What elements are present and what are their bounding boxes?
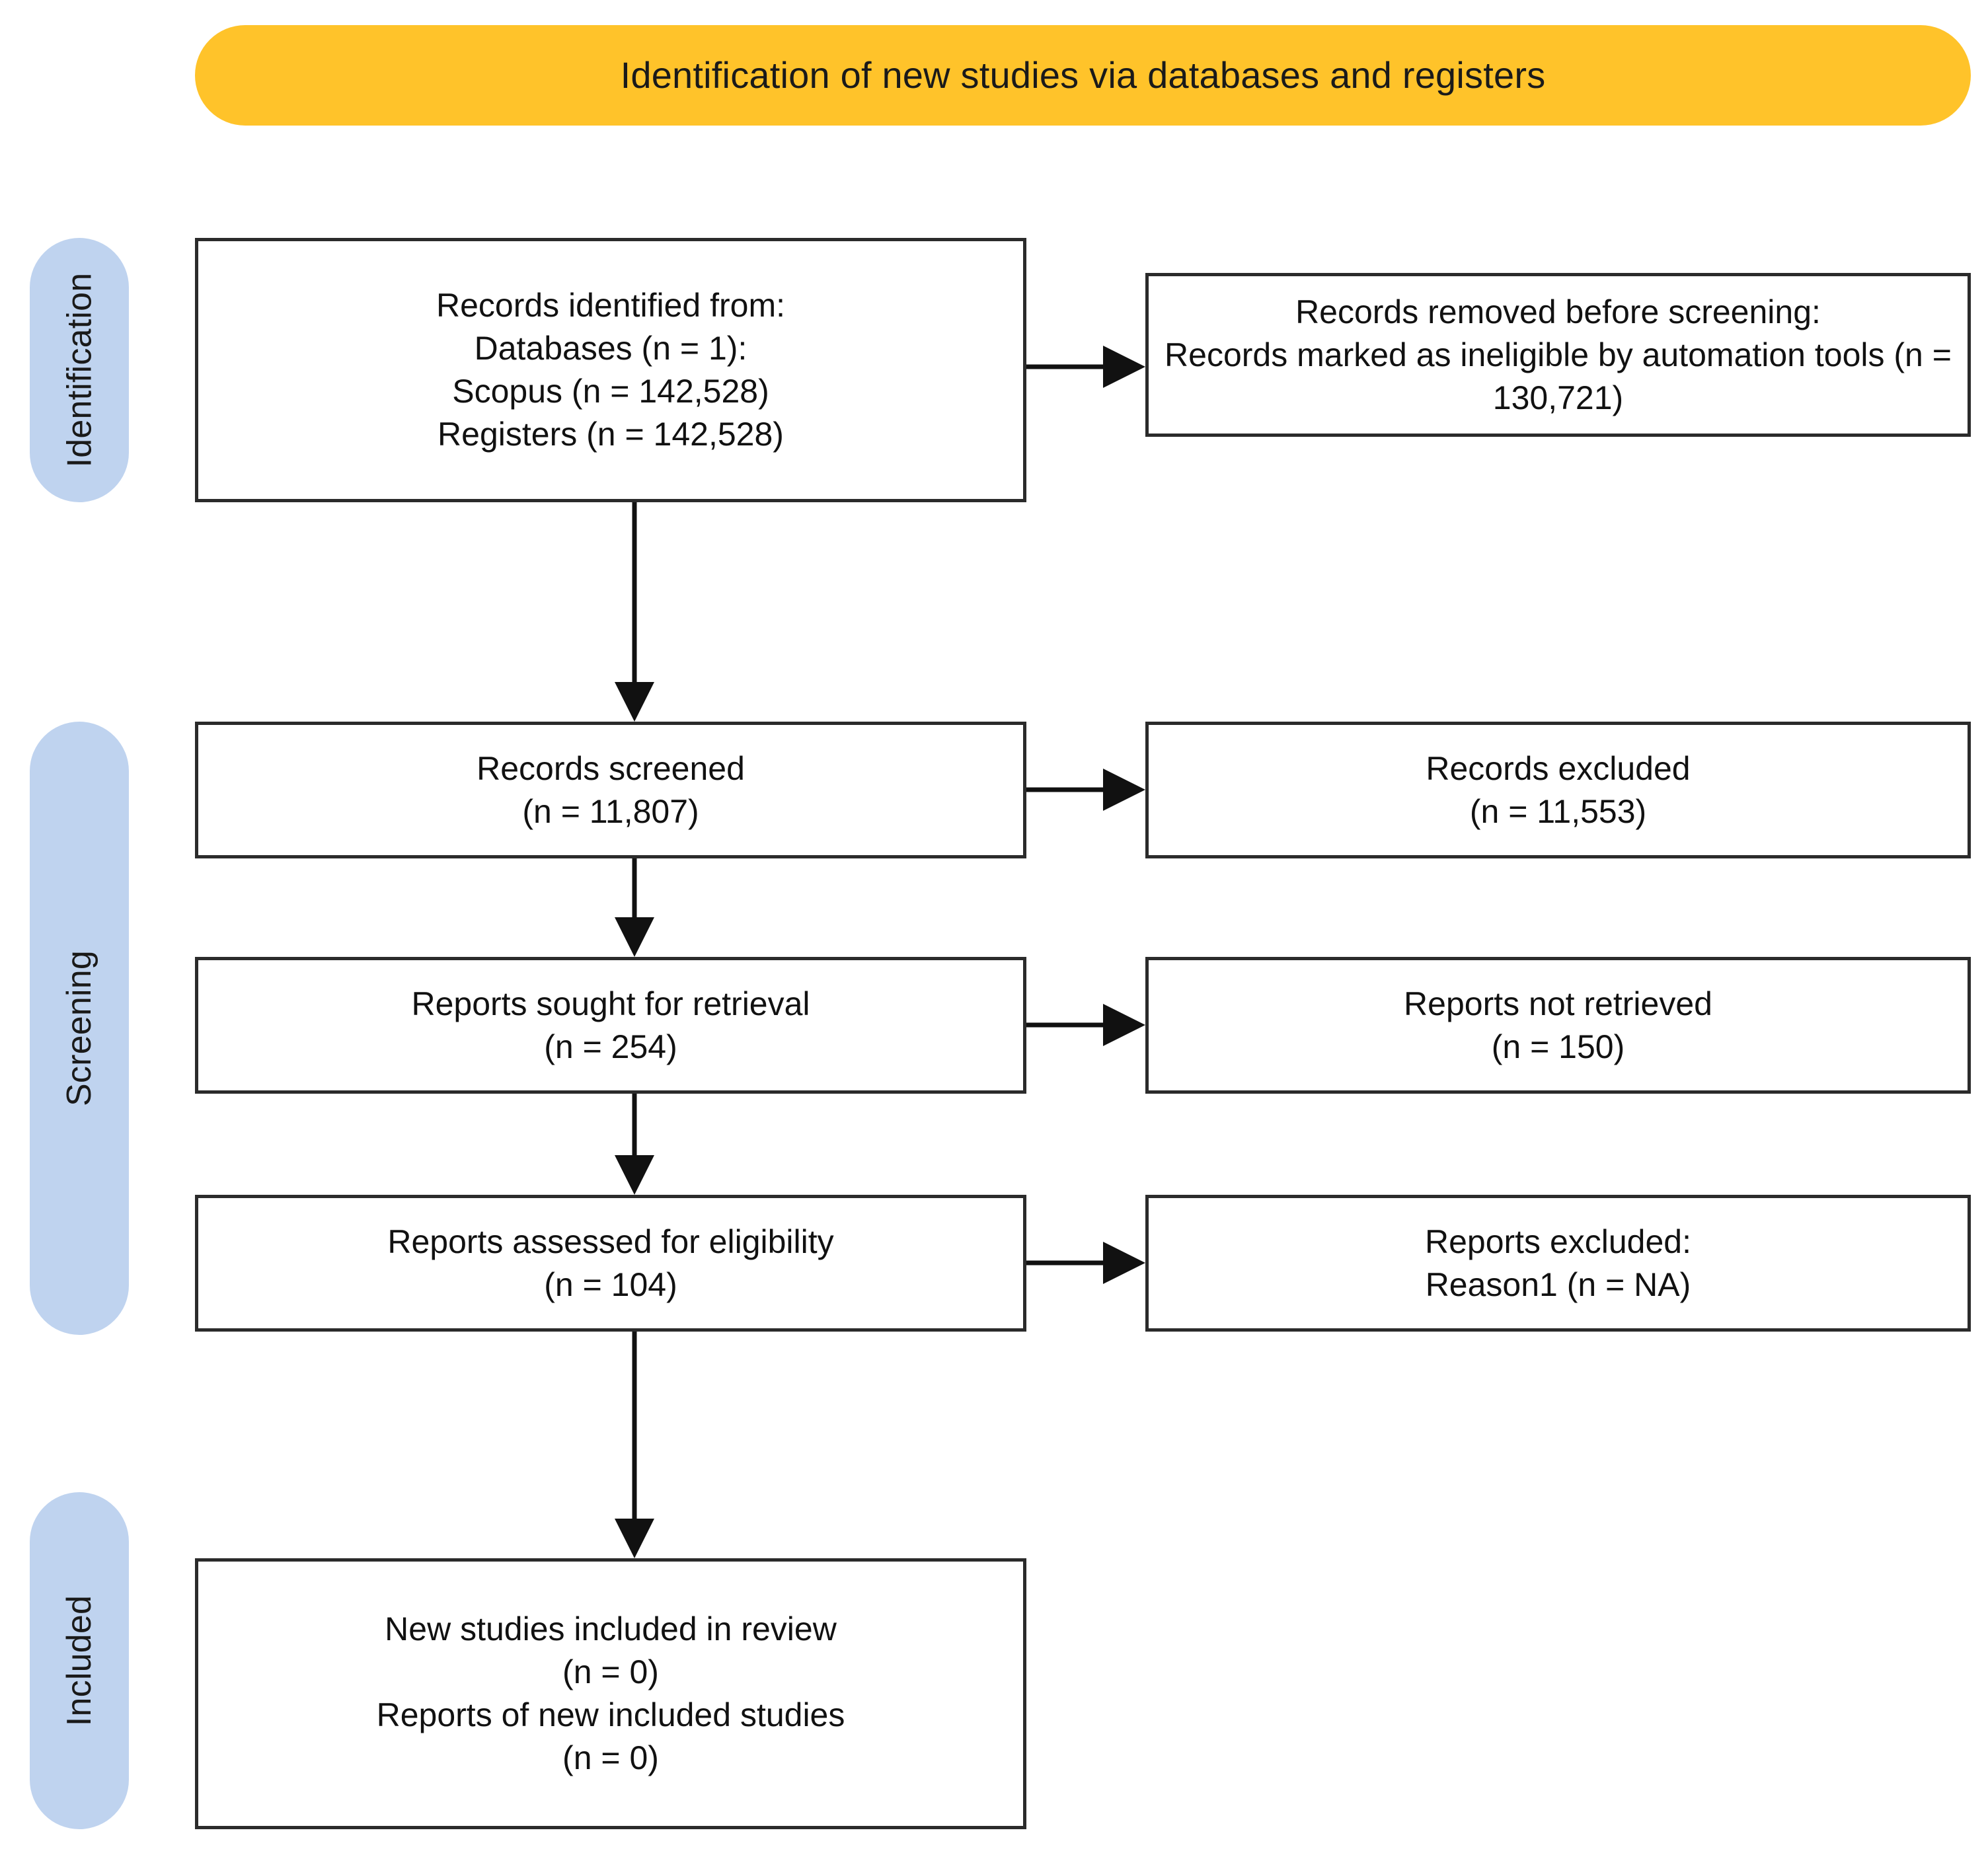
box-line: (n = 11,807) <box>522 792 699 830</box>
page-title: Identification of new studies via databa… <box>620 54 1546 96</box>
arrow-assessed-to-included <box>582 1332 687 1558</box>
box-line: (n = 150) <box>1491 1028 1625 1065</box>
box-line: (n = 254) <box>544 1028 677 1065</box>
stage-bar-identification: Identification <box>30 238 129 502</box>
arrow-sought-to-assessed <box>582 1094 687 1195</box>
arrow-identified-to-removed <box>1026 327 1145 406</box>
box-line: Records marked as ineligible by automati… <box>1165 336 1952 416</box>
box-line: (n = 0) <box>562 1739 659 1776</box>
box-line: Reports of new included studies <box>376 1696 845 1733</box>
arrow-assessed-to-reports-excluded <box>1026 1223 1145 1303</box>
box-line: Records removed before screening: <box>1295 293 1821 330</box>
header-banner: Identification of new studies via databa… <box>195 25 1971 126</box>
box-line: Reports excluded: <box>1424 1223 1691 1260</box>
box-reports-sought: Reports sought for retrieval (n = 254) <box>195 957 1026 1094</box>
box-reports-excluded: Reports excluded: Reason1 (n = NA) <box>1145 1195 1971 1332</box>
box-new-studies-included: New studies included in review (n = 0) R… <box>195 1558 1026 1829</box>
stage-label-identification: Identification <box>60 272 98 468</box>
box-line: Scopus (n = 142,528) <box>452 373 769 410</box>
box-records-identified: Records identified from: Databases (n = … <box>195 238 1026 502</box>
box-line: Reason1 (n = NA) <box>1425 1266 1691 1303</box>
box-records-excluded: Records excluded (n = 11,553) <box>1145 722 1971 858</box>
box-line: Reports sought for retrieval <box>411 985 810 1022</box>
stage-bar-included: Included <box>30 1492 129 1829</box>
arrow-sought-to-not-retrieved <box>1026 985 1145 1065</box>
box-line: Records screened <box>477 749 745 787</box>
box-line: New studies included in review <box>385 1610 837 1647</box>
box-line: Records excluded <box>1426 749 1691 787</box>
box-line: Reports assessed for eligibility <box>387 1223 834 1260</box>
box-line: Reports not retrieved <box>1404 985 1712 1022</box>
box-line: Registers (n = 142,528) <box>438 416 784 453</box>
box-records-screened: Records screened (n = 11,807) <box>195 722 1026 858</box>
box-reports-not-retrieved: Reports not retrieved (n = 150) <box>1145 957 1971 1094</box>
box-line: Records identified from: <box>436 287 785 324</box>
stage-label-included: Included <box>60 1595 99 1727</box>
stage-bar-screening: Screening <box>30 722 129 1335</box>
box-line: (n = 0) <box>562 1653 659 1690</box>
arrow-screened-to-sought <box>582 858 687 957</box>
box-line: (n = 11,553) <box>1469 792 1647 830</box>
box-reports-assessed: Reports assessed for eligibility (n = 10… <box>195 1195 1026 1332</box>
box-line: (n = 104) <box>544 1266 677 1303</box>
box-line: Databases (n = 1): <box>474 330 747 367</box>
box-records-removed: Records removed before screening: Record… <box>1145 273 1971 437</box>
stage-label-screening: Screening <box>60 950 99 1106</box>
arrow-screened-to-excluded <box>1026 750 1145 829</box>
arrow-identified-to-screened <box>582 502 687 722</box>
